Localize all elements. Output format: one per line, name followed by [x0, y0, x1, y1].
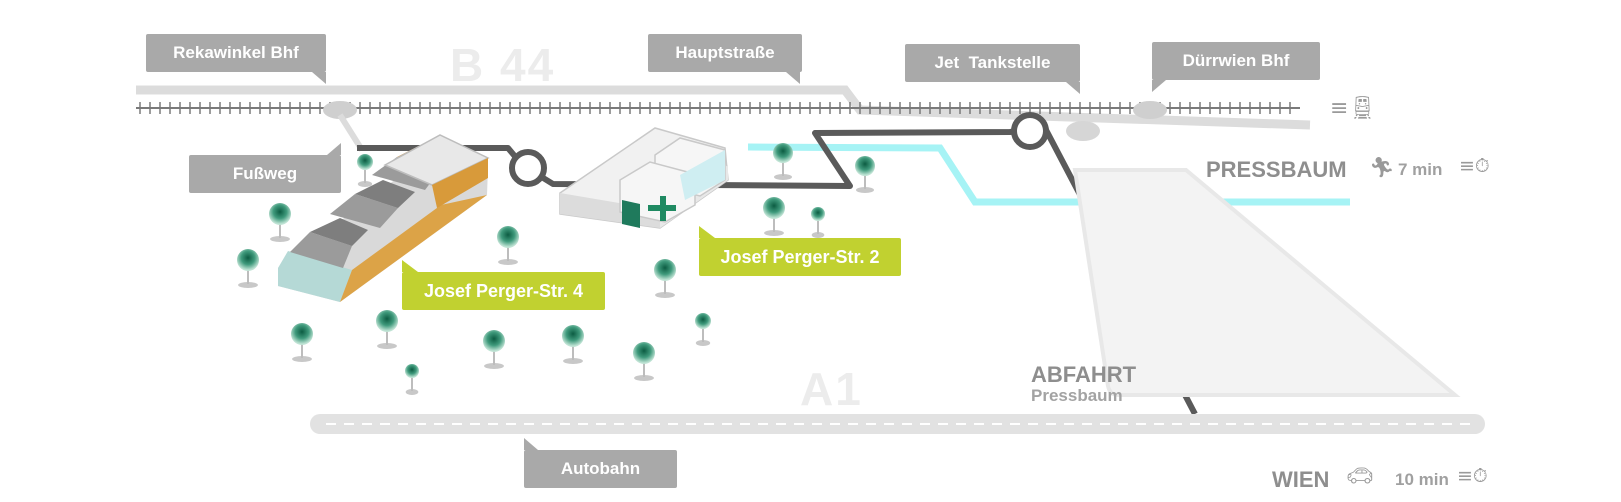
- tree-icon: [291, 323, 313, 362]
- josef-perger-2-label: Josef Perger-Str. 2: [699, 238, 901, 276]
- josef-perger-2-label-tail: [699, 226, 715, 238]
- tree-icon: [562, 325, 584, 364]
- duerrwien-label-tail: [1152, 80, 1166, 92]
- abfahrt-title: ABFAHRT: [1031, 362, 1137, 387]
- rekawinkel-label-suffix: Bhf: [270, 43, 299, 62]
- a1-road-label: A1: [800, 363, 863, 415]
- railway-track: [136, 102, 1300, 114]
- tree-icon: [376, 310, 398, 349]
- rekawinkel-bhf-label: Rekawinkel Bhf: [146, 34, 326, 72]
- trees: [237, 143, 875, 395]
- tree-icon: [763, 197, 785, 236]
- b44-road: [136, 85, 1311, 130]
- medical-cross-icon: [648, 196, 676, 221]
- hauptstrasse-label-tail: [786, 72, 800, 84]
- pressbaum-destination: PRESSBAUM: [1206, 157, 1347, 182]
- duerrwien-bhf-label: Dürrwien Bhf: [1152, 42, 1320, 80]
- stopwatch-icon: ≡⏱︎: [1459, 155, 1490, 177]
- tree-icon: [773, 143, 793, 180]
- tree-icon: [497, 226, 519, 265]
- wien-stopwatch-icon: ≡⏱︎: [1457, 465, 1488, 487]
- tree-icon: [654, 259, 676, 298]
- tree-icon: [405, 364, 419, 395]
- tree-icon: [695, 313, 711, 346]
- tree-icon: [357, 154, 373, 187]
- roundabout-east: [1011, 112, 1049, 150]
- jet-station: [1066, 121, 1100, 141]
- abfahrt-name: Pressbaum: [1031, 386, 1123, 405]
- pressbaum-area: [1072, 168, 1461, 397]
- b44-road-label: B 44: [450, 39, 556, 91]
- tree-icon: [855, 156, 875, 193]
- josef-perger-4-label-tail: [402, 260, 418, 272]
- tree-icon: [237, 249, 259, 288]
- jet-label-tail: [1066, 82, 1080, 94]
- roundabout-west: [509, 149, 547, 187]
- wien-time: 10 min: [1395, 470, 1449, 489]
- building-josef-perger-2: [559, 127, 729, 229]
- autobahn-label-tail: [524, 438, 538, 450]
- train-icon: ≡🚆︎: [1330, 96, 1377, 121]
- rekawinkel-station: [323, 101, 357, 119]
- jet-label-suffix: Tankstelle: [968, 53, 1051, 72]
- pressbaum-time: 7 min: [1398, 160, 1443, 179]
- duerrwien-label-suffix: Bhf: [1261, 51, 1290, 70]
- tree-icon: [269, 203, 291, 242]
- duerrwien-label-prefix: Dürrwien: [1182, 51, 1257, 70]
- fussweg-label: Fußweg: [189, 155, 341, 193]
- tree-icon: [483, 330, 505, 369]
- hauptstrasse-label: Hauptstraße: [648, 34, 802, 72]
- autobahn-label: Autobahn: [524, 450, 677, 488]
- fussweg-label-tail: [327, 143, 341, 155]
- jet-label-prefix: Jet: [934, 53, 960, 72]
- walking-person-icon: 🏃︎: [1369, 155, 1395, 179]
- footpath: [337, 113, 365, 152]
- car-icon: 🚗︎: [1346, 464, 1374, 489]
- rekawinkel-label-tail: [312, 72, 326, 84]
- tree-icon: [811, 207, 825, 238]
- josef-perger-4-label: Josef Perger-Str. 4: [402, 272, 605, 310]
- rekawinkel-label-prefix: Rekawinkel: [173, 43, 266, 62]
- wien-destination: WIEN: [1272, 467, 1330, 492]
- jet-tankstelle-label: Jet Tankstelle: [905, 44, 1080, 82]
- building-josef-perger-4: [278, 134, 490, 302]
- tree-icon: [633, 342, 655, 381]
- duerrwien-station: [1133, 101, 1167, 119]
